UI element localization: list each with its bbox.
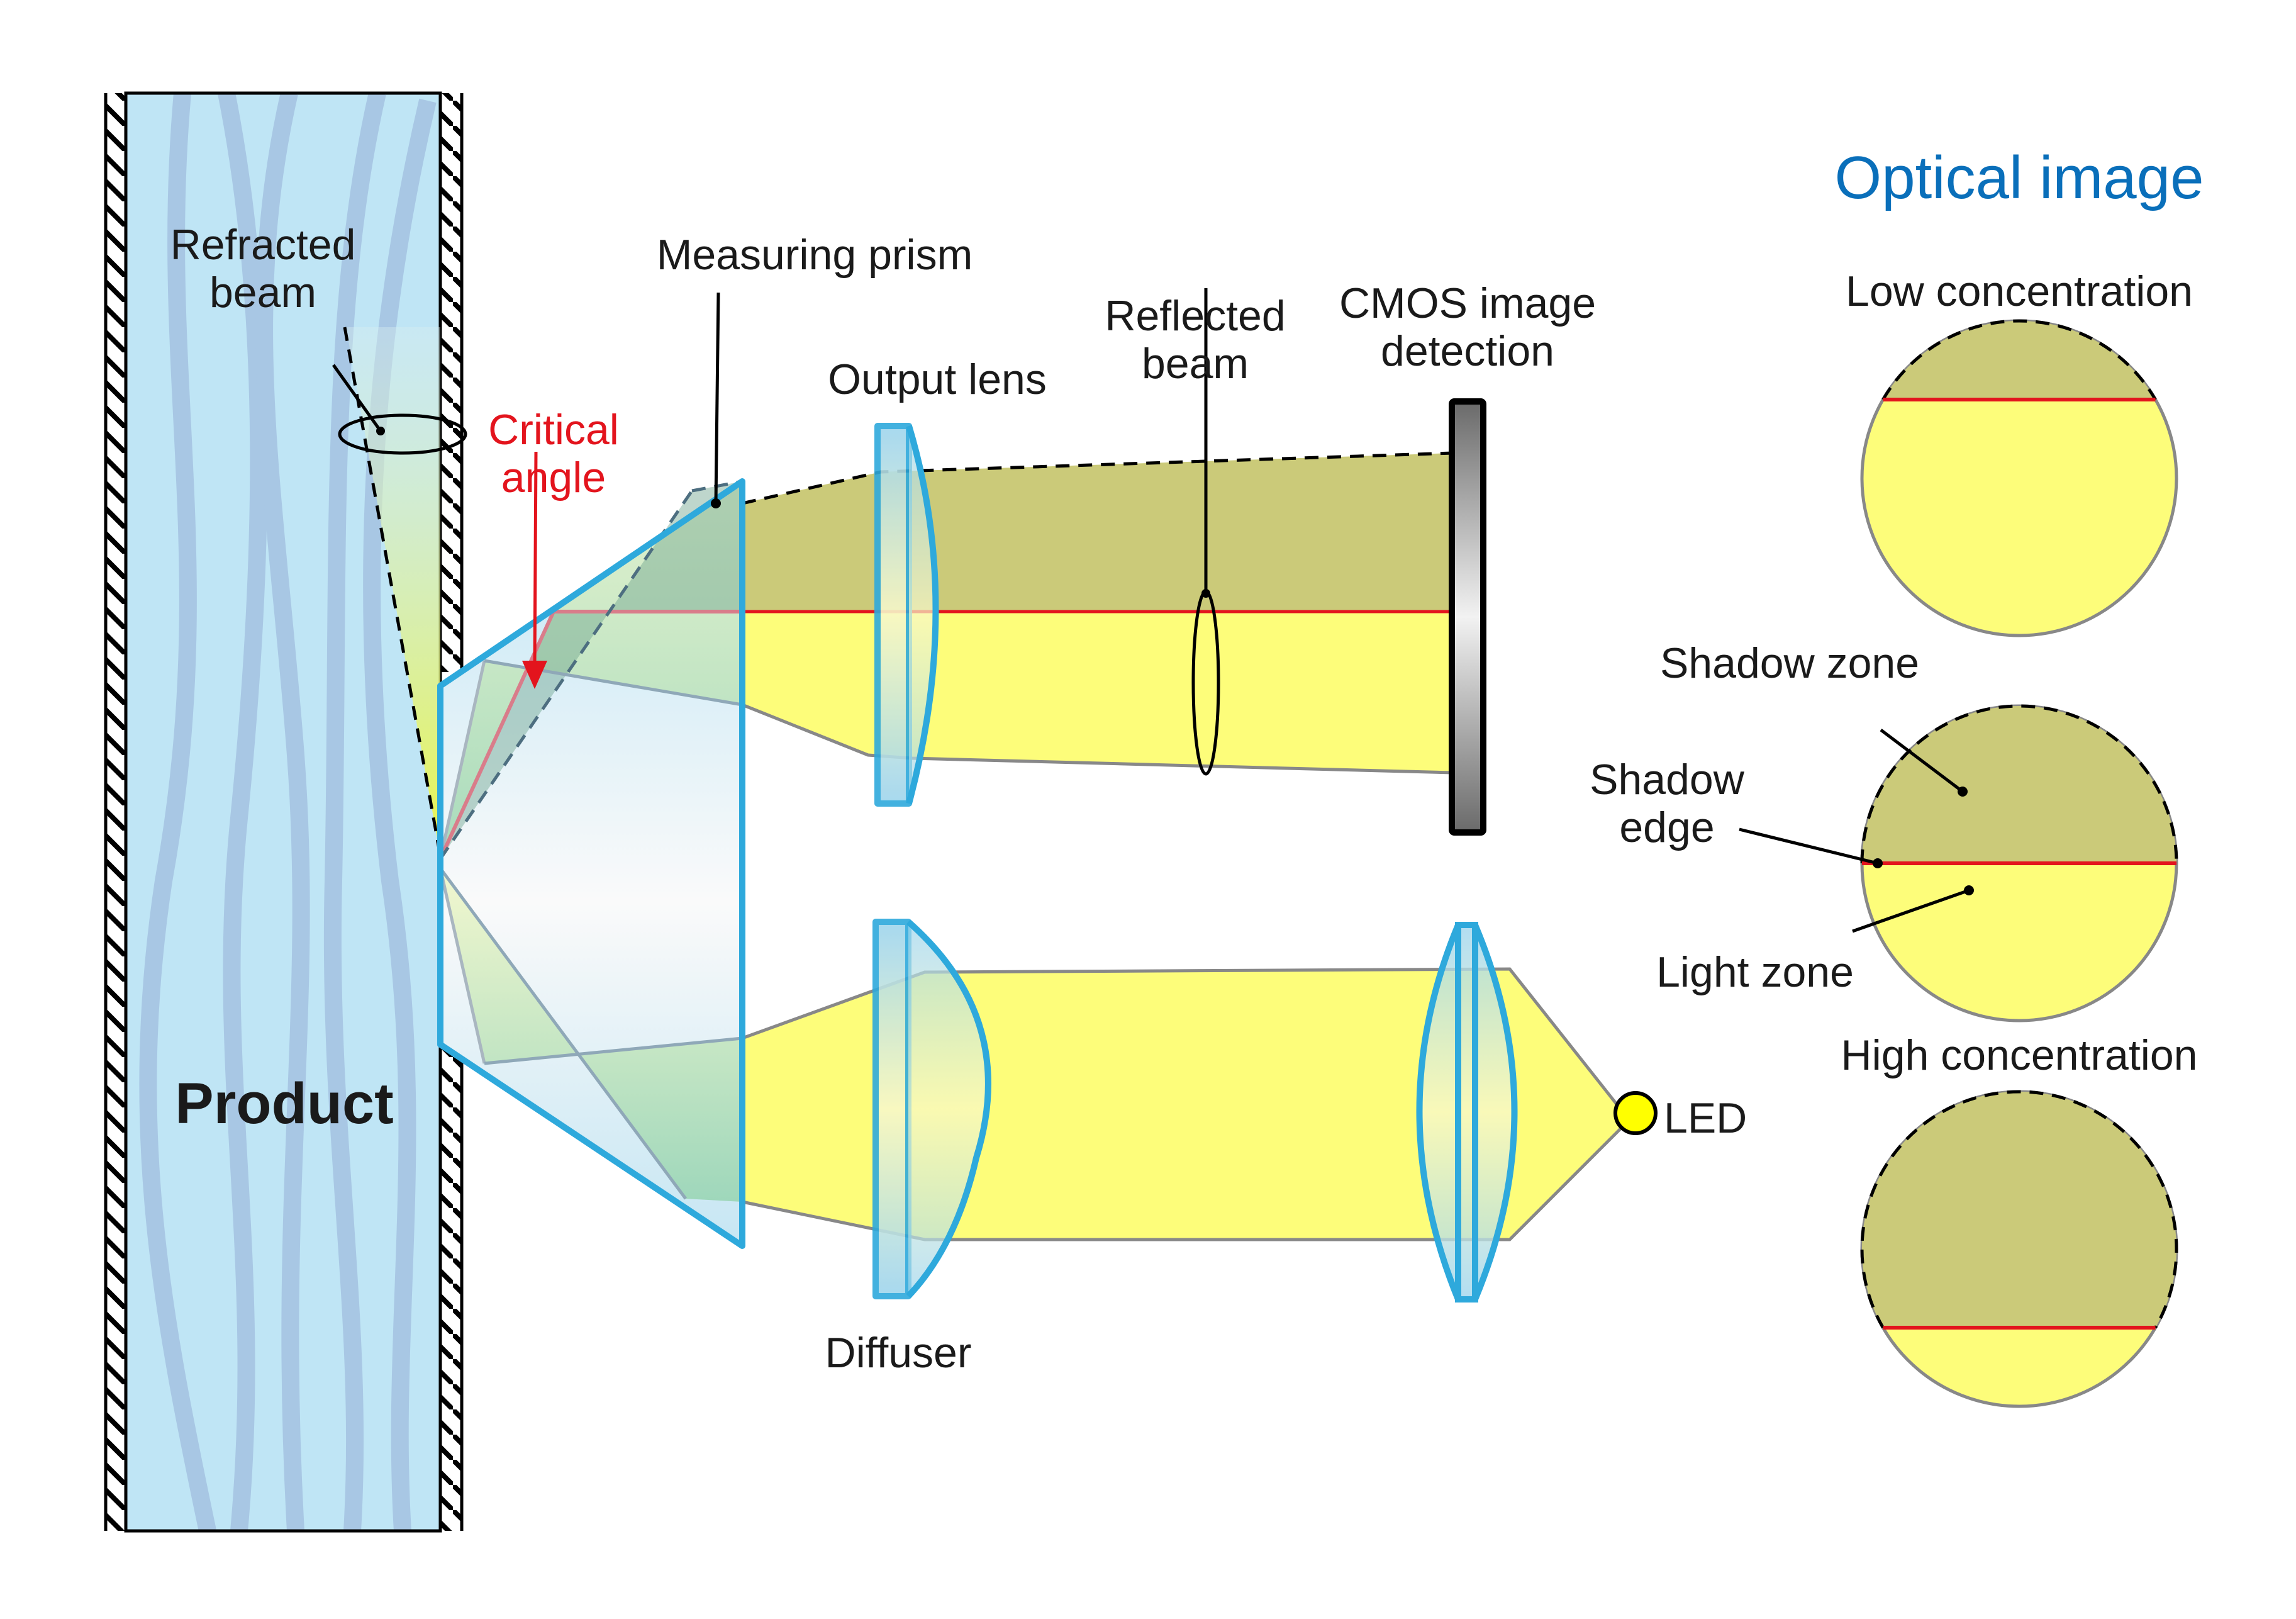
leader-dot bbox=[376, 427, 385, 435]
light-zone-leader bbox=[1852, 888, 1970, 933]
label-measuring-prism: Measuring prism bbox=[657, 231, 973, 279]
shadow-zone-beam bbox=[742, 453, 1453, 612]
diffuser-lens bbox=[872, 919, 991, 1299]
reflected-beam-ring bbox=[1191, 590, 1220, 776]
label-light-zone: Light zone bbox=[1656, 948, 1854, 996]
illumination-lower-edge bbox=[742, 1119, 1630, 1241]
label-cmos-2: detection bbox=[1381, 327, 1554, 375]
right-wall-hatch bbox=[440, 93, 464, 1531]
label-refracted-beam-2: beam bbox=[209, 269, 316, 317]
shadow-edge-leader bbox=[1739, 827, 1878, 865]
refracted-beam-ring bbox=[338, 413, 467, 455]
cmos-detector bbox=[1449, 398, 1486, 836]
shadow-outline bbox=[1860, 1090, 2178, 1329]
output-lens bbox=[874, 423, 939, 807]
prism-leader bbox=[714, 292, 720, 504]
label-reflected-beam-2: beam bbox=[1142, 340, 1249, 388]
label-critical-angle-2: angle bbox=[501, 454, 606, 501]
label-shadow-zone: Shadow zone bbox=[1660, 639, 1919, 687]
shadow-zone-leader bbox=[1880, 729, 1964, 793]
label-led: LED bbox=[1664, 1094, 1747, 1142]
left-wall-hatch bbox=[104, 93, 126, 1531]
led-icon bbox=[1613, 1091, 1658, 1135]
label-output-lens: Output lens bbox=[828, 356, 1047, 403]
label-cmos-1: CMOS image bbox=[1339, 279, 1596, 327]
shadow-edge-dot bbox=[1873, 858, 1883, 868]
illumination-upper-edge bbox=[742, 967, 1630, 1121]
critical-angle-arrowhead bbox=[522, 661, 547, 689]
label-product: Product bbox=[175, 1072, 394, 1136]
label-diffuser: Diffuser bbox=[825, 1329, 971, 1377]
shadow-outline bbox=[1860, 704, 2178, 864]
optical-image-title: Optical image bbox=[1835, 144, 2204, 211]
refracted-beam-leader bbox=[332, 364, 382, 432]
label-low-concentration: Low concentration bbox=[1846, 267, 2193, 315]
measuring-prism bbox=[437, 478, 745, 1249]
shadow-zone-dot bbox=[1958, 787, 1968, 797]
optical-image-panels bbox=[1860, 319, 2178, 1408]
label-shadow-edge-1: Shadow bbox=[1590, 756, 1745, 804]
label-shadow-edge-2: edge bbox=[1619, 804, 1714, 851]
shadow-zone bbox=[1862, 706, 2176, 863]
label-high-concentration: High concentration bbox=[1841, 1031, 2197, 1079]
label-critical-angle-1: Critical bbox=[488, 406, 619, 454]
shadow-outline bbox=[1881, 319, 2157, 401]
optical-image-panel-0 bbox=[1860, 319, 2178, 637]
refracted-beam-wedge bbox=[346, 327, 440, 856]
shadow-zone bbox=[1883, 321, 2156, 400]
label-refracted-beam-1: Refracted bbox=[170, 221, 356, 269]
shadow-zone bbox=[1862, 1092, 2176, 1328]
critical-angle-arrow bbox=[533, 451, 538, 668]
condenser-lens bbox=[1416, 922, 1518, 1302]
optical-image-panel-1 bbox=[1860, 704, 2178, 1022]
light-zone-dot bbox=[1964, 885, 1974, 895]
prism-leader-dot bbox=[711, 498, 721, 508]
label-reflected-beam-1: Reflected bbox=[1105, 292, 1285, 340]
optical-image-panel-2 bbox=[1860, 1090, 2178, 1408]
